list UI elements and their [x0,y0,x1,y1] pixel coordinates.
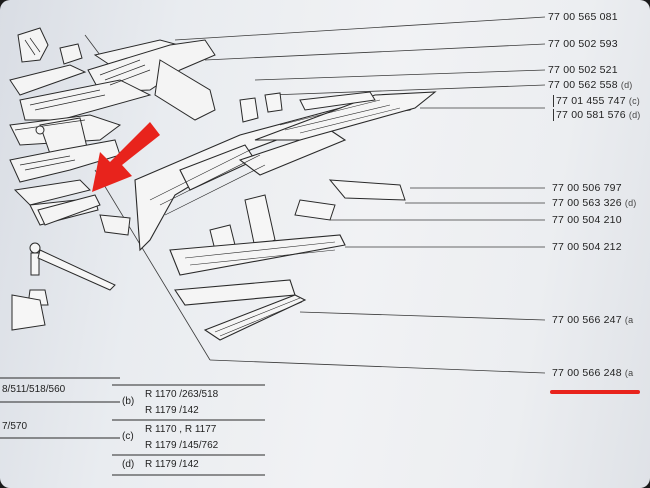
variant-label-b: (b) [122,396,135,407]
hatching-left [14,37,151,171]
left-code-1: 8/511/518/560 [2,384,66,395]
variant-label-d: (d) [122,459,135,470]
part-number-value: 77 00 504 210 [552,214,622,226]
bracket-set [209,91,406,251]
floor-pan-part [37,194,131,236]
part-number-1: 77 00 565 081 [548,11,618,23]
hatching-main [149,99,401,216]
side-member-long [134,91,437,252]
sill-panels [169,234,346,341]
part-number-5: 77 01 455 747 (c) [553,95,640,107]
part-number-7: 77 00 506 797 [552,182,622,194]
part-number-value: 77 00 563 326 [552,197,622,209]
part-number-value: 77 00 566 248 [552,367,622,379]
red-arrow-indicator [92,122,160,192]
part-number-value: 77 00 504 212 [552,241,622,253]
variant-row: R 1179 /145/762 [145,440,219,451]
part-number-value: 77 00 502 521 [548,64,618,76]
leader-lines [84,16,546,374]
part-number-10: 77 00 504 212 [552,241,622,253]
part-number-4: 77 00 562 558 (d) [548,79,633,91]
part-number-value: 77 00 566 247 [552,314,622,326]
hatching-sills [184,241,336,337]
variant-row: R 1170 /263/518 [145,389,219,400]
variant-row: R 1170 , R 1177 [145,424,217,435]
part-number-value: 77 00 565 081 [548,11,618,23]
variant-row: R 1179 /142 [145,405,199,416]
table-rules [0,377,265,476]
part-number-2: 77 00 502 593 [548,38,618,50]
part-number-value: 77 00 502 593 [548,38,618,50]
part-number-8: 77 00 563 326 (d) [552,197,637,209]
part-number-value: 77 00 562 558 [548,79,618,91]
bolt-set [11,125,116,331]
part-number-6: 77 00 581 576 (d) [553,109,640,121]
part-number-9: 77 00 504 210 [552,214,622,226]
part-number-value: 77 01 455 747 [556,95,626,107]
variant-label-c: (c) [122,431,134,442]
part-number-11: 77 00 566 247 (a [552,314,634,326]
left-code-2: 7/570 [2,421,28,432]
part-number-12-highlighted: 77 00 566 248 (a [552,367,634,379]
part-number-value: 77 00 581 576 [556,109,626,121]
part-number-3: 77 00 502 521 [548,64,618,76]
variant-row: R 1179 /142 [145,459,199,470]
part-number-value: 77 00 506 797 [552,182,622,194]
